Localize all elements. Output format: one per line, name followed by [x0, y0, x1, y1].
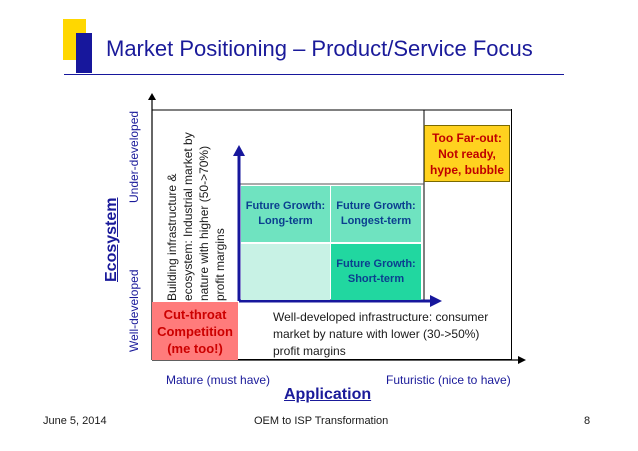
future-growth-short-term-box: Future Growth: Short-term [331, 244, 421, 300]
long-term-line1: Future Growth: [245, 200, 326, 212]
x-axis-inner-arrow [430, 295, 442, 307]
empty-quadrant-box [241, 244, 330, 300]
y-axis-title: Ecosystem [103, 197, 120, 283]
x-axis-right-label: Futuristic (nice to have) [386, 373, 511, 387]
well-developed-description: Well-developed infrastructure: consumer … [273, 310, 489, 358]
y-axis-outer-arrow [148, 93, 156, 100]
cut-throat-competition-box: Cut-throat Competition (me too!) [152, 302, 238, 360]
x-axis-outer-arrow [518, 356, 526, 364]
longest-term-line2: Longest-term [340, 215, 412, 227]
slide-title: Market Positioning – Product/Service Foc… [106, 36, 533, 61]
title-decoration-blue [76, 33, 92, 73]
page-number: 8 [584, 415, 591, 427]
x-axis-left-label: Mature (must have) [166, 373, 271, 387]
short-term-line1: Future Growth: [336, 258, 416, 270]
building-infrastructure-description: Building infrastructure & ecosystem: Ind… [165, 132, 227, 301]
future-growth-longest-term-box: Future Growth: Longest-term [331, 186, 421, 242]
y-axis-bottom-label: Well-developed [127, 269, 141, 353]
short-term-line2: Short-term [347, 273, 405, 285]
longest-term-line1: Future Growth: [336, 200, 416, 212]
too-far-out-box: Too Far-out: Not ready, hype, bubble [424, 125, 510, 182]
x-axis-title: Application [284, 386, 372, 403]
future-growth-long-term-box: Future Growth: Long-term [241, 186, 330, 242]
footer-title: OEM to ISP Transformation [254, 415, 389, 427]
long-term-line2: Long-term [258, 215, 313, 227]
y-axis-inner-arrow [233, 145, 245, 156]
title-underline [64, 74, 564, 75]
footer-date: June 5, 2014 [43, 415, 107, 427]
y-axis-top-label: Under-developed [127, 110, 141, 203]
